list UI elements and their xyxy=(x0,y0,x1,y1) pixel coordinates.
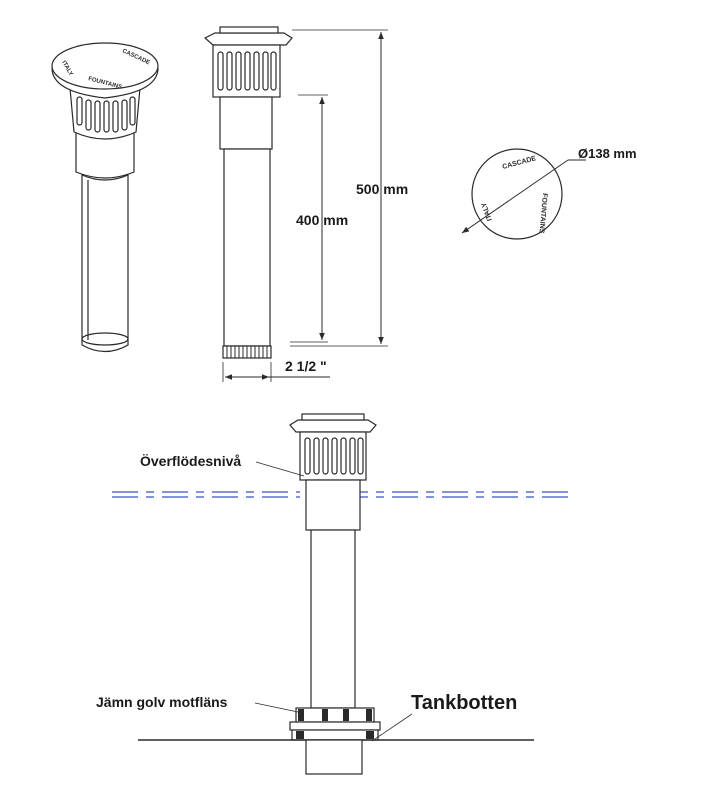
dim-400mm-label: 400 mm xyxy=(296,212,348,228)
perspective-view: CASCADE FOUNTAINS ITALY xyxy=(51,42,159,353)
side-view: 500 mm 400 mm 2 1/2 " xyxy=(203,26,408,382)
water-level-line xyxy=(112,491,568,498)
top-view: Ø138 mm CASCADE FOUNTAINS ITALY xyxy=(461,146,637,240)
topview-cap-fountains: FOUNTAINS xyxy=(537,193,548,234)
dim-diameter-label: Ø138 mm xyxy=(578,146,637,161)
callout-overflow-level: Överflödesnivå xyxy=(140,453,241,469)
callout-tank-bottom: Tankbotten xyxy=(411,692,517,714)
dim-500mm-label: 500 mm xyxy=(356,181,408,197)
installation-view: Överflödesnivå Jämn golv motfläns Tankbo… xyxy=(96,413,568,775)
callout-floor-flange: Jämn golv motfläns xyxy=(96,694,228,710)
dim-thread-label: 2 1/2 " xyxy=(285,358,327,374)
